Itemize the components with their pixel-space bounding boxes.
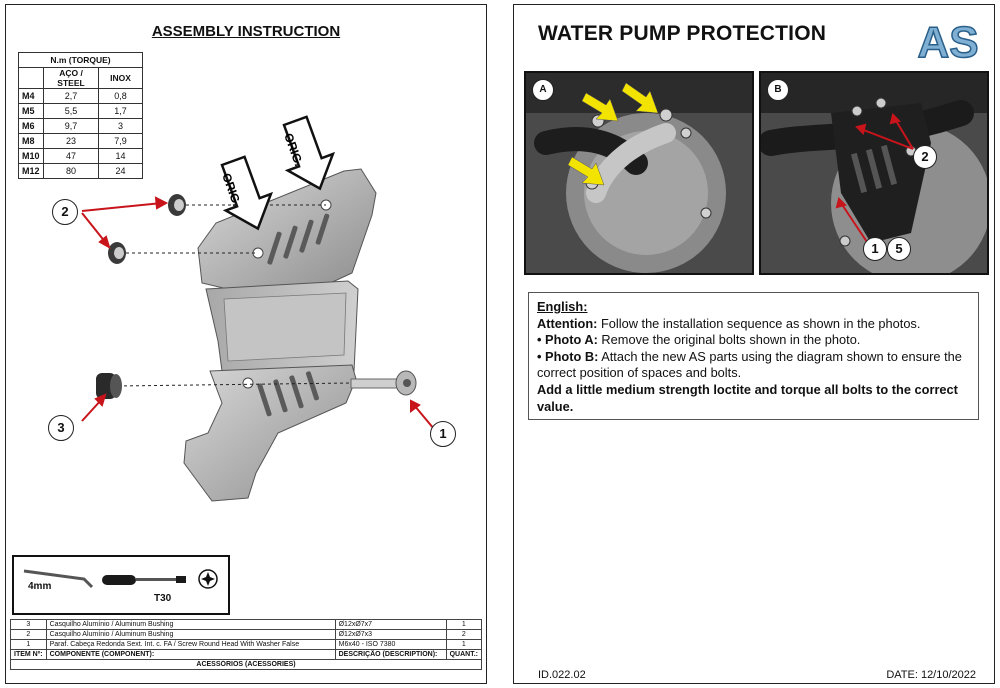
red-arrows [835, 113, 914, 246]
bom-component: Casquilho Alumínio / Aluminum Bushing [45, 619, 336, 630]
photo-b-label: • Photo B: [537, 348, 599, 364]
screwdriver-handle-icon [102, 575, 136, 585]
assembly-instruction-sheet: ASSEMBLY INSTRUCTION N.m (TORQUE) AÇO / … [5, 4, 487, 684]
torx-label: T30 [154, 593, 172, 604]
bom-item: 3 [10, 619, 47, 630]
hex-key-icon [23, 569, 94, 589]
bom-header: ITEM Nº: COMPONENTE (COMPONENT): DESCRIÇ… [10, 649, 483, 660]
photo-a-label: • Photo A: [537, 332, 598, 348]
assembly-line [117, 382, 352, 387]
bom-item: 2 [10, 629, 47, 640]
exploded-view-drawing: ORIG. ORIG. [81, 115, 435, 502]
torque-steel: 2,7 [43, 88, 99, 104]
bom-description: Ø12xØ7x7 [334, 619, 447, 630]
torque-inox: 0,8 [98, 88, 143, 104]
torque-corner [18, 67, 44, 89]
photo-b: B 2 1 5 [759, 71, 989, 275]
photo-b-tag: B [767, 79, 789, 101]
bushing-small-upper [168, 194, 186, 216]
photo-a-line: • Photo A: Remove the original bolts sho… [537, 332, 970, 349]
engine-photo-a [526, 73, 752, 273]
attention-line: Attention: Follow the installation seque… [537, 316, 970, 333]
bom-header-quantity: QUANT.: [445, 649, 483, 660]
bom-header-description: DESCRIÇÃO (DESCRIPTION): [334, 649, 447, 660]
photo-a: A [524, 71, 754, 275]
bom-quantity: 1 [445, 639, 483, 650]
bom-row: 2 Casquilho Alumínio / Aluminum Bushing … [10, 629, 483, 640]
bom-header-item: ITEM Nº: [10, 649, 47, 660]
tools-box: 4mm T30 [12, 555, 230, 615]
vent-slots-top [267, 213, 330, 265]
bushing-large [96, 373, 122, 399]
yellow-arrows [567, 82, 659, 186]
logo-text: AS [917, 18, 978, 67]
english-instructions: English: Attention: Follow the installat… [528, 292, 979, 420]
callout-3: 3 [48, 415, 74, 441]
tools-drawing [23, 569, 218, 589]
torque-size: M4 [18, 88, 44, 104]
bill-of-materials: 3 Casquilho Alumínio / Aluminum Bushing … [10, 619, 483, 670]
callout-arrows [81, 196, 435, 430]
bom-component: Paraf. Cabeça Redonda Sext. Int. c. FA /… [45, 639, 336, 650]
document-id: ID.022.02 [538, 669, 586, 681]
bom-quantity: 2 [445, 629, 483, 640]
callout-2: 2 [52, 199, 78, 225]
bom-footer: ACESSÓRIOS (ACESSORIES) [10, 659, 482, 670]
bom-description: M6x40 - ISO 7380 [334, 639, 447, 650]
guard-lower-plate [183, 364, 357, 502]
final-instruction: Add a little medium strength loctite and… [537, 381, 958, 414]
torque-table-title: N.m (TORQUE) [18, 52, 143, 68]
bom-quantity: 1 [445, 619, 483, 630]
bom-component: Casquilho Alumínio / Aluminum Bushing [45, 629, 336, 640]
photo-b-number-2: 2 [913, 145, 937, 169]
hex-key-label: 4mm [28, 581, 52, 592]
mount-hole [242, 377, 254, 389]
round-head-bolt [350, 370, 417, 396]
bom-item: 1 [10, 639, 47, 650]
as-logo: AS [909, 13, 987, 69]
orig-arrow-right [282, 115, 336, 191]
photo-b-line: • Photo B: Attach the new AS parts using… [537, 349, 970, 382]
bom-footer-label: ACESSÓRIOS (ACESSORIES) [10, 659, 482, 670]
torque-inox: 14 [98, 148, 143, 164]
photo-b-number-1: 1 [863, 237, 887, 261]
orig-arrow-left [220, 155, 274, 231]
bom-header-component: COMPONENTE (COMPONENT): [45, 649, 336, 660]
photo-b-text: Attach the new AS parts using the diagra… [537, 348, 962, 381]
assembly-title: ASSEMBLY INSTRUCTION [151, 23, 341, 40]
bom-row: 1 Paraf. Cabeça Redonda Sext. Int. c. FA… [10, 639, 483, 650]
bom-description: Ø12xØ7x3 [334, 629, 447, 640]
photo-a-tag: A [532, 79, 554, 101]
photo-a-text: Remove the original bolts shown in the p… [597, 332, 861, 348]
product-title: WATER PUMP PROTECTION [538, 22, 827, 45]
torque-col-steel: AÇO / STEEL [43, 67, 99, 89]
guard-slots [850, 144, 898, 194]
callout-1: 1 [430, 421, 456, 447]
photo-b-number-5: 5 [887, 237, 911, 261]
document-date: DATE: 12/10/2022 [886, 669, 976, 681]
torque-inox: 24 [98, 163, 143, 179]
guard-inner-face [223, 292, 347, 362]
attention-text: Follow the installation sequence as show… [597, 315, 921, 331]
instructions-sheet: WATER PUMP PROTECTION AS A [513, 4, 995, 684]
bom-row: 3 Casquilho Alumínio / Aluminum Bushing … [10, 619, 483, 630]
instructions-heading: English: [537, 299, 588, 314]
torque-col-inox: INOX [98, 67, 143, 89]
bushing-small-lower [108, 242, 126, 264]
attention-label: Attention: [537, 315, 598, 331]
